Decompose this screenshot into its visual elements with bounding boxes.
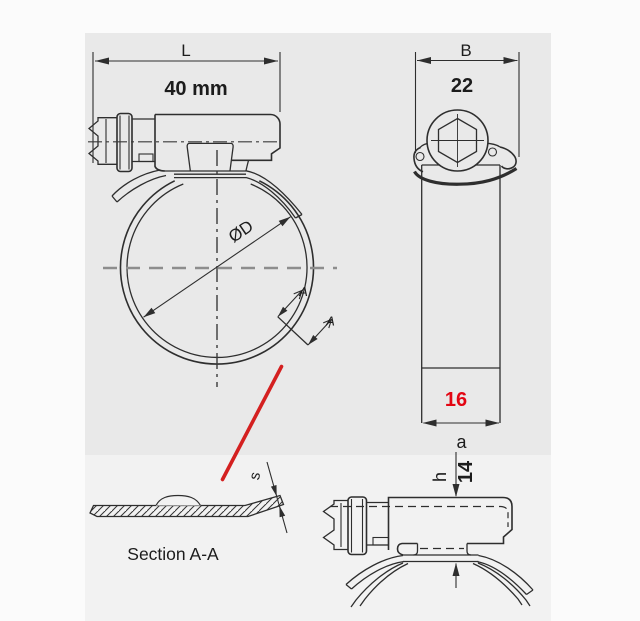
hidden-corner-line <box>500 505 509 527</box>
center-marks <box>431 114 484 167</box>
worm-screw <box>87 112 155 173</box>
ear-hole-right <box>487 147 498 157</box>
housing-fillet-right <box>245 160 250 171</box>
housing-outline <box>155 113 281 162</box>
ring-arc-left <box>350 562 409 608</box>
arrowhead-right <box>485 419 500 427</box>
neck-tab <box>138 153 154 163</box>
collar-inner-lines <box>350 499 364 553</box>
arrowhead-left <box>422 419 437 427</box>
dimension-band-width-16: 16 <box>422 389 500 427</box>
screw-thread-outline <box>322 499 348 551</box>
arrowhead-down <box>452 484 460 497</box>
ring-arc-right <box>472 562 531 607</box>
housing-left-edge <box>154 114 166 172</box>
dim-s-letter: s <box>246 471 264 482</box>
cut-label-2: A <box>325 314 335 329</box>
dim-B-value: 22 <box>451 75 473 97</box>
dimension-thickness-s: s <box>246 461 288 534</box>
housing-left-ear <box>413 146 424 173</box>
background-panel <box>85 33 551 455</box>
clamp-housing <box>154 113 281 172</box>
ear-hole-left <box>415 151 425 162</box>
housing-bottom-left <box>396 542 418 556</box>
band-detail <box>345 554 534 608</box>
housing-outline <box>387 496 513 550</box>
dim-L-value: 40 mm <box>164 78 227 100</box>
cut-line <box>277 316 309 346</box>
arrowhead-left <box>95 57 109 65</box>
screw-collar <box>347 496 368 556</box>
dim-h-letter: h <box>430 472 450 482</box>
dim-h-value: 14 <box>455 460 477 483</box>
band-top <box>111 169 303 219</box>
cut-arrowhead-1 <box>277 306 288 317</box>
band-under-head <box>403 554 479 563</box>
band-bridge <box>165 170 246 179</box>
dim-16-value: 16 <box>445 389 467 411</box>
cut-arrowhead-2 <box>308 335 318 345</box>
dimension-band-width-B: B 22 <box>414 41 520 157</box>
housing-bottom-band <box>413 167 518 186</box>
collar-inner-lines <box>119 115 130 170</box>
section-view: s Section A-A <box>89 461 288 564</box>
arrowhead-right <box>503 57 518 64</box>
arrowhead-up <box>452 563 460 576</box>
screw-collar <box>116 112 133 173</box>
head-detail-view <box>322 496 534 608</box>
section-pointer-red-line <box>220 364 284 482</box>
screw-head-top <box>426 109 489 172</box>
band-tail-left <box>111 169 167 203</box>
band-edges <box>421 165 501 423</box>
dim-a-letter: a <box>456 432 467 452</box>
dimension-line-s <box>266 461 288 534</box>
band-hump <box>155 494 202 506</box>
dim-L-letter: L <box>181 41 190 60</box>
dimension-length: L 40 mm <box>92 41 281 163</box>
arrowhead-left <box>417 57 431 64</box>
dimension-a-h-14: a h 14 <box>430 432 477 588</box>
band-tail-left <box>345 554 405 590</box>
screw-thread-outline <box>87 117 117 165</box>
diameter-arrowhead-2 <box>143 307 156 318</box>
dim-B-letter: B <box>460 41 471 60</box>
diameter-arrow-line <box>143 216 291 318</box>
section-label: Section A-A <box>127 544 219 564</box>
arrowhead-s-bottom <box>279 505 286 518</box>
arrowhead-s-top <box>270 485 277 497</box>
side-view: B 22 16 a <box>413 41 520 588</box>
section-cut-marks: A A <box>277 284 335 346</box>
housing-right-ear <box>499 146 517 170</box>
extension-lines-L <box>92 52 281 163</box>
diameter-arrowhead-1 <box>278 216 291 227</box>
band-slot <box>186 142 234 171</box>
band-tail-right <box>476 554 534 596</box>
cut-label-1: A <box>298 284 308 299</box>
worm-screw-detail <box>322 496 390 556</box>
background-panel-lower <box>85 455 551 621</box>
arrowhead-right <box>264 57 278 65</box>
extension-lines-B <box>414 52 520 157</box>
center-lines <box>88 141 337 387</box>
